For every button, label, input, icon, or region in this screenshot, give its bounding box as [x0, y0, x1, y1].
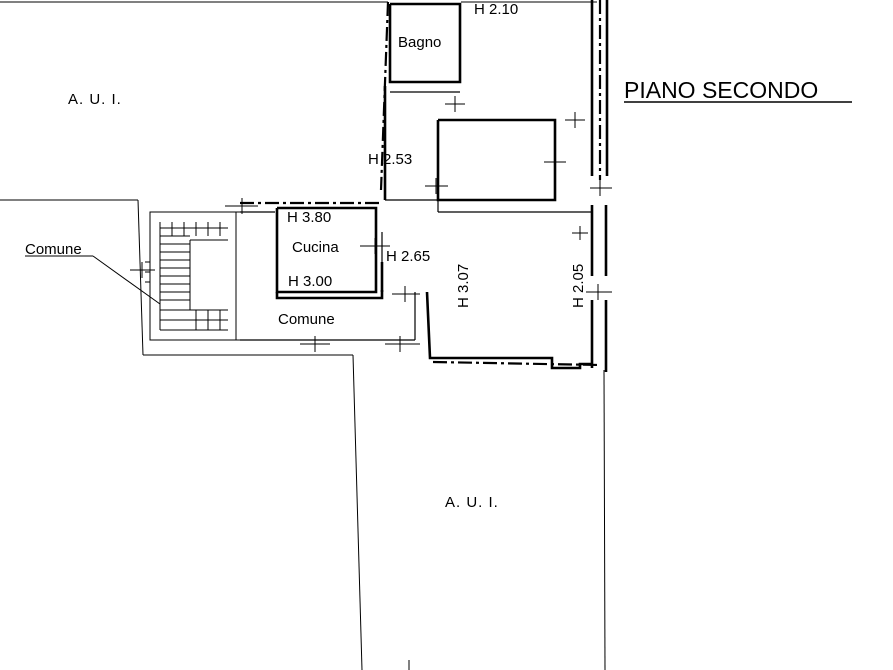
interior-lines	[240, 91, 592, 341]
boundary-lines	[0, 1, 606, 670]
height-label-hall: H 2.53	[368, 151, 412, 168]
comune-leader-line	[92, 255, 161, 305]
height-label-cucina-top: H 3.80	[287, 209, 331, 226]
dashed-walls	[240, 0, 602, 367]
room-label-comune-corridor: Comune	[278, 311, 335, 328]
plan-title: PIANO SECONDO	[624, 77, 818, 103]
height-label-vertical-right: H 2.05	[570, 264, 587, 308]
door-ticks	[130, 96, 612, 352]
room-label-comune-stairs: Comune	[25, 241, 82, 258]
height-label-center: H 2.65	[386, 248, 430, 265]
aui-label-bottom: A. U. I.	[445, 494, 499, 511]
room-label-bagno: Bagno	[398, 34, 441, 51]
height-label-cucina-bottom: H 3.00	[288, 273, 332, 290]
room-label-cucina: Cucina	[292, 239, 339, 256]
height-label-bagno: H 2.10	[474, 1, 518, 18]
stair-block	[145, 211, 240, 341]
unit-walls	[275, 0, 609, 372]
height-label-vertical-center: H 3.07	[455, 264, 472, 308]
aui-label-top-left: A. U. I.	[68, 91, 122, 108]
